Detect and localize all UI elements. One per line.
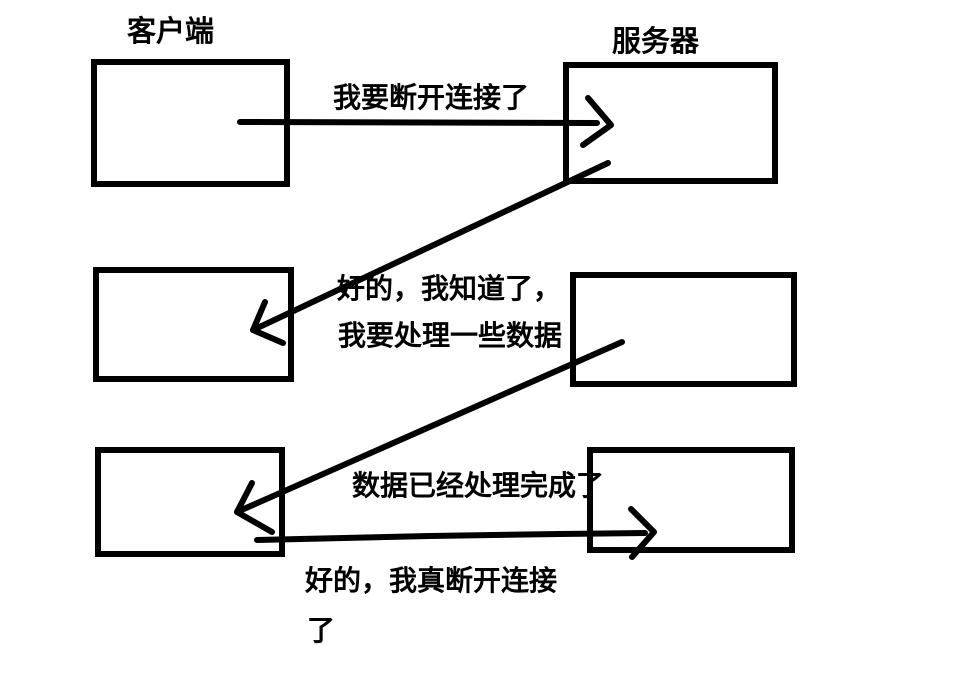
msg2-arrow-shaft xyxy=(250,160,611,333)
server-box-bottom xyxy=(587,447,795,553)
msg2-text-line1: 好的，我知道了， xyxy=(337,272,562,305)
msg1-text: 我要断开连接了 xyxy=(333,81,530,114)
msg3-text: 数据已经处理完成了 xyxy=(352,469,605,502)
msg2-arrowhead-icon xyxy=(250,299,286,346)
client-box-middle xyxy=(93,267,294,382)
client-box-bottom xyxy=(95,447,285,557)
msg4-arrow-shaft xyxy=(254,530,648,543)
client-label: 客户端 xyxy=(127,14,215,48)
msg3-arrowhead-icon xyxy=(234,480,275,535)
msg1-arrow-shaft xyxy=(237,119,600,126)
msg3-arrow-shaft xyxy=(234,339,625,515)
msg4-text-line1: 好的，我真断开连接 xyxy=(305,564,558,597)
server-label: 服务器 xyxy=(612,24,700,58)
msg2-text-line2: 我要处理一些数据 xyxy=(338,319,563,352)
server-box-middle xyxy=(570,272,797,387)
msg1-arrowhead-icon xyxy=(580,95,614,148)
msg4-arrowhead-icon xyxy=(628,506,657,560)
msg4-text-line2: 了 xyxy=(307,614,336,647)
